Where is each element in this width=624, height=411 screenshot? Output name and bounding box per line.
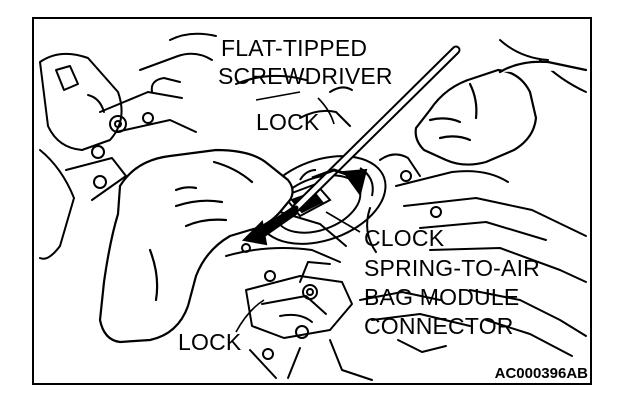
- label-clock: CLOCK: [364, 225, 445, 251]
- left-hand: [98, 148, 294, 344]
- leader-lines: [235, 91, 361, 333]
- bolts: [91, 112, 442, 360]
- label-lock-bottom: LOCK: [178, 329, 242, 355]
- label-bag-module: BAG MODULE: [364, 284, 519, 310]
- direction-arrows: [241, 168, 368, 246]
- label-flat-tipped: FLAT-TIPPED: [221, 35, 367, 61]
- label-spring-to-air: SPRING-TO-AIR: [364, 255, 540, 281]
- figure-id: AC000396AB: [495, 365, 589, 382]
- label-lock-top: LOCK: [256, 109, 320, 135]
- label-screwdriver: SCREWDRIVER: [218, 63, 393, 89]
- label-connector: CONNECTOR: [364, 313, 514, 339]
- steering-column-background: [39, 32, 587, 381]
- right-hand: [414, 60, 588, 166]
